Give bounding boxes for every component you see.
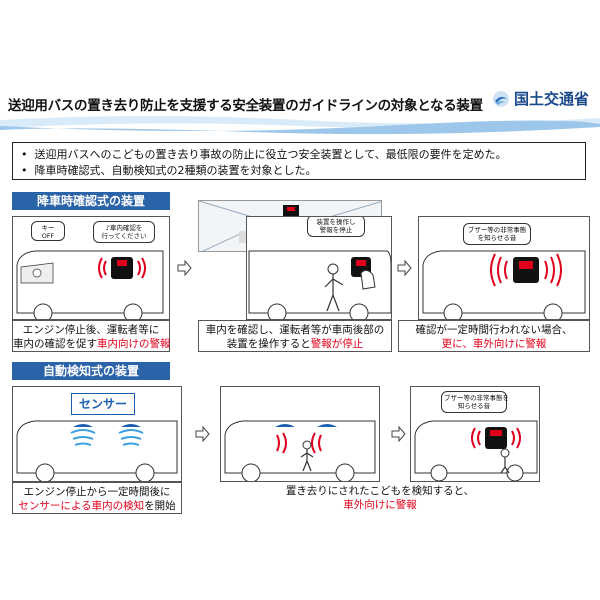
mlit-logo-icon <box>493 90 509 107</box>
arrow-right-icon <box>195 426 210 442</box>
bus-illustration <box>414 420 538 481</box>
key-off-bubble: キー OFF <box>31 221 65 241</box>
child-icon <box>302 440 312 450</box>
panel-check-step3: ブザー等の非常事態 を知らせる音 <box>418 216 590 320</box>
panel-auto-step2 <box>220 386 380 482</box>
bus-illustration <box>16 250 164 319</box>
section-label-check-type: 降車時確認式の装置 <box>12 192 170 210</box>
alarm-device-icon <box>111 257 133 279</box>
emergency-sound-bubble: ブザー等の非常事態 を知らせる音 <box>463 223 531 245</box>
caption-auto-step1: エンジン停止から一定時間後に センサーによる車内の検知を開始 <box>12 482 182 514</box>
panel-auto-step3: ブザー等の非常事態を 知らせる音 <box>410 386 540 482</box>
alarm-device-icon <box>513 257 539 283</box>
ministry-name: 国土交通省 <box>514 90 590 108</box>
emergency-sound-bubble: ブザー等の非常事態を 知らせる音 <box>441 391 509 413</box>
arrow-right-icon <box>397 260 412 276</box>
summary-bullet: • 降車時確認式、自動検知式の2種類の装置を対象とした。 <box>21 164 317 177</box>
detection-wave-icon <box>276 432 287 454</box>
bus-illustration <box>224 420 376 481</box>
caption-auto-result: 置き去りにされたこどもを検知すると、 車外向けに警報 <box>220 482 540 514</box>
arrow-right-icon <box>391 426 406 442</box>
stop-alarm-bubble: 装置を操作し 警報を停止 <box>307 217 365 237</box>
detection-wave-icon <box>311 432 322 454</box>
panel-check-step1: キー OFF ♪車内確認を 行ってください <box>12 216 170 320</box>
caption-check-step3: 確認が一定時間行われない場合、 更に、車外向けに警報 <box>398 320 590 352</box>
section-label-auto-detect: 自動検知式の装置 <box>12 362 170 380</box>
caption-check-step2: 車内を確認し、運転者等が車両後部の 装置を操作すると警報が停止 <box>198 320 392 352</box>
summary-box: • 送迎用バスへのこどもの置き去り事故の防止に役立つ安全装置として、最低限の要件… <box>12 142 586 180</box>
caption-check-step1: エンジン停止後、運転者等に 車内の確認を促す車内向けの警報 <box>12 320 171 352</box>
sensor-wave-icon <box>118 429 144 446</box>
check-prompt-bubble: ♪車内確認を 行ってください <box>93 221 155 243</box>
bus-illustration <box>422 250 586 319</box>
header-wave <box>0 116 600 135</box>
page-title: 送迎用バスの置き去り防止を支援する安全装置のガイドラインの対象となる装置 <box>8 98 483 114</box>
panel-check-step2: 装置を操作し 警報を停止 <box>246 216 392 320</box>
ministry-logo: 国土交通省 <box>492 88 589 109</box>
bus-illustration <box>248 250 391 319</box>
summary-bullet: • 送迎用バスへのこどもの置き去り事故の防止に役立つ安全装置として、最低限の要件… <box>21 148 507 161</box>
sensor-label: センサー <box>71 393 135 415</box>
arrow-right-icon <box>177 260 192 276</box>
panel-auto-step1: センサー <box>12 386 182 482</box>
child-icon <box>500 448 510 458</box>
bus-illustration <box>16 420 178 481</box>
slide: 送迎用バスの置き去り防止を支援する安全装置のガイドラインの対象となる装置 国土交… <box>0 84 600 516</box>
sensor-wave-icon <box>70 429 96 446</box>
